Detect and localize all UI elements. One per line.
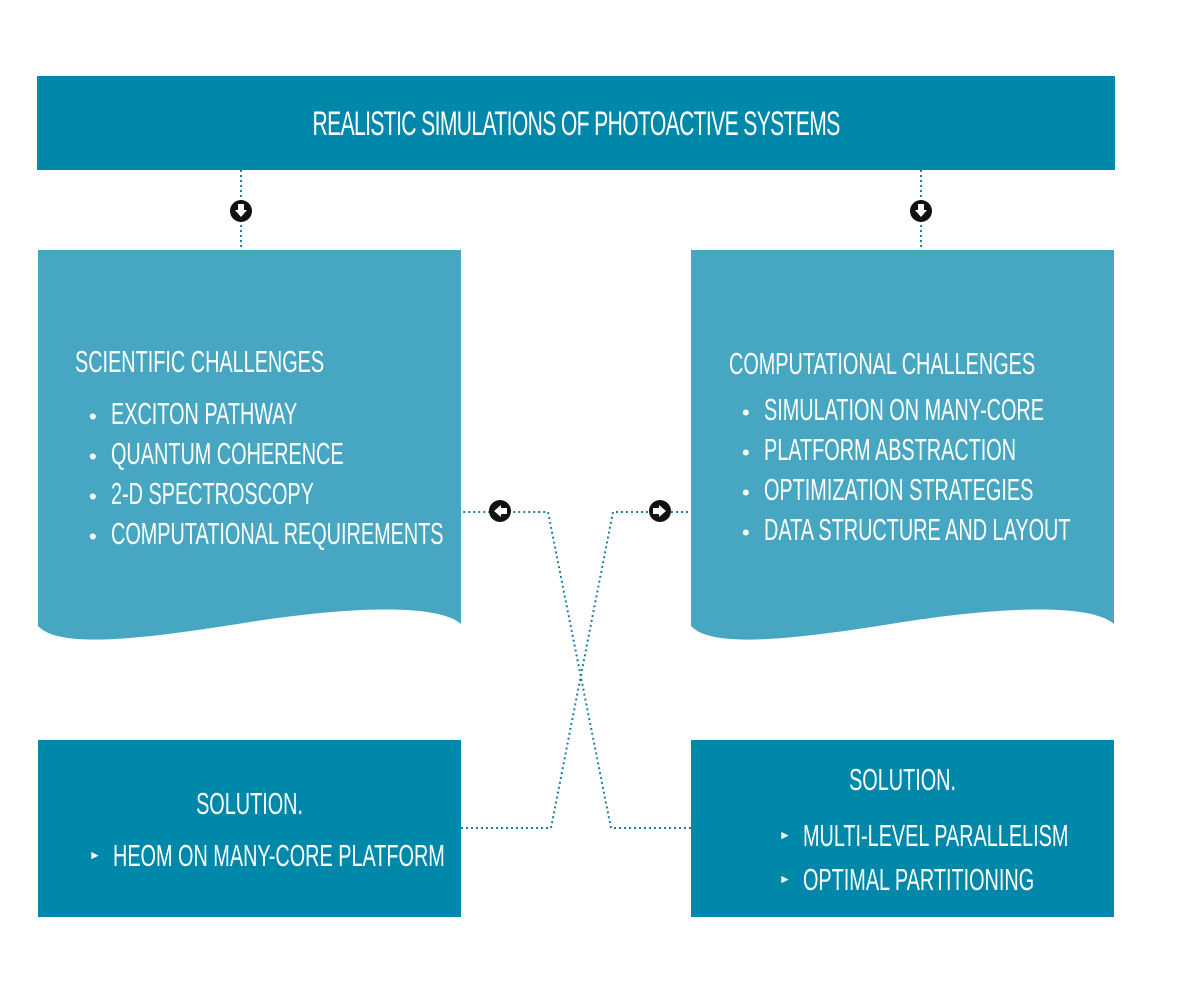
list-item: • DATA STRUCTURE AND LAYOUT	[742, 512, 1200, 552]
list-item: • COMPUTATIONAL REQUIREMENTS	[89, 516, 464, 556]
solution-title: SOLUTION.	[38, 786, 461, 822]
down-arrow-icon	[910, 200, 932, 222]
list-item-label: COMPUTATIONAL REQUIREMENTS	[111, 516, 444, 551]
solution-box-left: SOLUTION. ► HEOM ON MANY-CORE PLATFORM	[38, 740, 461, 917]
solution-title-text: SOLUTION.	[196, 786, 303, 821]
arrow-right-icon: ►	[779, 872, 791, 886]
list-item-label: 2-D SPECTROSCOPY	[111, 476, 314, 511]
solution-item-label: HEOM ON MANY-CORE PLATFORM	[113, 838, 445, 873]
connector-left-solution-to-computational	[461, 511, 691, 829]
computational-challenges-heading: COMPUTATIONAL CHALLENGES	[729, 346, 1200, 392]
computational-challenges: COMPUTATIONAL CHALLENGES • SIMULATION ON …	[729, 346, 1200, 552]
list-item-label: OPTIMIZATION STRATEGIES	[764, 472, 1034, 507]
top-banner: REALISTIC SIMULATIONS OF PHOTOACTIVE SYS…	[37, 76, 1115, 170]
solution-title-text: SOLUTION.	[849, 762, 956, 797]
list-item: • 2-D SPECTROSCOPY	[89, 476, 464, 516]
list-item-label: QUANTUM COHERENCE	[111, 436, 344, 471]
bullet-icon: •	[89, 444, 97, 469]
bullet-icon: •	[742, 520, 750, 545]
scientific-challenges-heading: SCIENTIFIC CHALLENGES	[75, 344, 464, 396]
solution-box-right: SOLUTION. ► MULTI-LEVEL PARALLELISM ► OP…	[691, 740, 1114, 917]
bullet-icon: •	[742, 400, 750, 425]
left-arrow-icon	[489, 500, 511, 522]
list-item: • EXCITON PATHWAY	[89, 396, 464, 436]
scientific-challenges: SCIENTIFIC CHALLENGES • EXCITON PATHWAY •…	[75, 344, 464, 556]
bullet-icon: •	[89, 404, 97, 429]
arrow-right-icon: ►	[89, 848, 101, 862]
solution-title: SOLUTION.	[691, 762, 1114, 798]
list-item-label: SIMULATION ON MANY-CORE	[764, 392, 1044, 427]
bullet-icon: •	[89, 484, 97, 509]
list-item: • SIMULATION ON MANY-CORE	[742, 392, 1200, 432]
top-title-text: REALISTIC SIMULATIONS OF PHOTOACTIVE SYS…	[312, 105, 840, 143]
top-title: REALISTIC SIMULATIONS OF PHOTOACTIVE SYS…	[37, 105, 1115, 144]
solution-item-label: MULTI-LEVEL PARALLELISM	[803, 818, 1069, 853]
list-item-label: DATA STRUCTURE AND LAYOUT	[764, 512, 1071, 547]
computational-heading-text: COMPUTATIONAL CHALLENGES	[729, 346, 1036, 381]
computational-challenges-list: • SIMULATION ON MANY-CORE • PLATFORM ABSTR…	[742, 392, 1200, 552]
solution-item-label: OPTIMAL PARTITIONING	[803, 862, 1035, 897]
down-arrow-icon	[230, 200, 252, 222]
list-item: • QUANTUM COHERENCE	[89, 436, 464, 476]
list-item: • OPTIMIZATION STRATEGIES	[742, 472, 1200, 512]
computational-challenges-shape	[691, 250, 1114, 640]
bullet-icon: •	[89, 524, 97, 549]
list-item: • PLATFORM ABSTRACTION	[742, 432, 1200, 472]
connector-right-solution-to-scientific	[461, 511, 691, 829]
scientific-heading-text: SCIENTIFIC CHALLENGES	[75, 344, 325, 379]
scientific-challenges-shape	[38, 250, 461, 640]
bullet-icon: •	[742, 480, 750, 505]
right-arrow-icon	[649, 500, 671, 522]
scientific-challenges-list: • EXCITON PATHWAY • QUANTUM COHERENCE • 2-D…	[89, 396, 464, 556]
arrow-right-icon: ►	[779, 828, 791, 842]
bullet-icon: •	[742, 440, 750, 465]
list-item-label: EXCITON PATHWAY	[111, 396, 298, 431]
list-item-label: PLATFORM ABSTRACTION	[764, 432, 1017, 467]
